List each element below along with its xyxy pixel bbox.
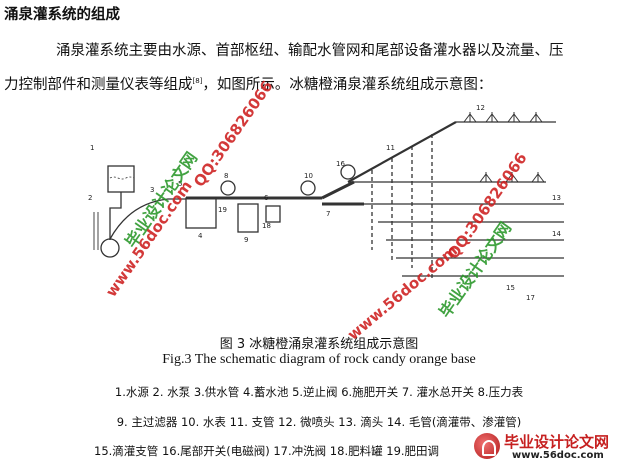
intro-paragraph: 涌泉灌系统主要由水源、首部枢纽、输配水管网和尾部设备灌水器以及流量、压 力控制部… xyxy=(4,36,632,100)
paragraph-line-2-end: ，如图所示。冰糖橙涌泉灌系统组成示意图： xyxy=(202,77,493,93)
diagram-pipework xyxy=(93,112,564,278)
water-source-tank xyxy=(107,165,135,193)
diagram-label-15: 15 xyxy=(506,284,515,292)
site-logo[interactable]: 毕业设计论文网 www.56doc.com xyxy=(474,431,630,463)
diagram-label-16: 16 xyxy=(336,160,345,168)
diagram-label-18: 18 xyxy=(262,222,271,230)
water-meter xyxy=(300,180,316,196)
logo-badge-icon xyxy=(474,433,500,459)
diagram-label-13: 13 xyxy=(552,194,561,202)
diagram-label-10: 10 xyxy=(304,172,313,180)
paragraph-line-2: 力控制部件和测量仪表等组成[8]，如图所示。冰糖橙涌泉灌系统组成示意图： xyxy=(4,66,632,100)
supply-pipe xyxy=(109,198,186,240)
diagram-label-7: 7 xyxy=(326,210,330,218)
diagram-label-6: 6 xyxy=(264,194,269,202)
diagram-label-14: 14 xyxy=(552,230,561,238)
storage-pool xyxy=(185,197,217,229)
pump-shape xyxy=(100,238,120,258)
figure-legend-line-3: 15.滴灌支管 16.尾部开关(电磁阀) 17.冲洗阀 18.肥料罐 19.肥田… xyxy=(94,444,440,458)
pressure-gauge xyxy=(220,180,236,196)
main-filter xyxy=(237,203,259,233)
diagram-label-1: 1 xyxy=(90,144,94,152)
paragraph-line-2-start: 力控制部件和测量仪表等组成 xyxy=(4,77,193,93)
valve-gauge xyxy=(340,164,356,180)
figure-caption-cn: 图 3 冰糖橙涌泉灌系统组成示意图 xyxy=(219,337,419,352)
diagram-label-2: 2 xyxy=(88,194,92,202)
figure-caption-en: Fig.3 The schematic diagram of rock cand… xyxy=(162,352,476,367)
source-pipe xyxy=(109,192,122,240)
diagram-label-19: 19 xyxy=(218,206,227,214)
diagram-label-11: 11 xyxy=(386,144,395,152)
figure-legend-line-1: 1.水源 2. 水泵 3.供水管 4.蓄水池 5.逆止阀 6.施肥开关 7. 灌… xyxy=(114,385,524,399)
paragraph-line-1: 涌泉灌系统主要由水源、首部枢纽、输配水管网和尾部设备灌水器以及流量、压 xyxy=(56,43,564,59)
section-heading: 涌泉灌系统的组成 xyxy=(4,7,120,23)
diagram-label-4: 4 xyxy=(198,232,203,240)
figure-legend-line-2: 9. 主过滤器 10. 水表 11. 支管 12. 微喷头 13. 滴头 14.… xyxy=(116,415,522,429)
irrigation-system-diagram: 1 2 3 4 5 6 7 8 9 10 11 12 13 14 15 16 1… xyxy=(88,104,564,302)
diagram-label-17: 17 xyxy=(526,294,535,302)
reference-marker: [8] xyxy=(192,77,203,85)
fertilizer-tank xyxy=(265,205,281,223)
diagram-label-12: 12 xyxy=(476,104,485,112)
diagram-label-5: 5 xyxy=(178,180,182,188)
diagram-label-9: 9 xyxy=(244,236,248,244)
diagram-label-8: 8 xyxy=(224,172,228,180)
logo-url: www.56doc.com xyxy=(512,450,604,461)
logo-title: 毕业设计论文网 xyxy=(504,433,610,451)
diagram-label-3: 3 xyxy=(150,186,154,194)
